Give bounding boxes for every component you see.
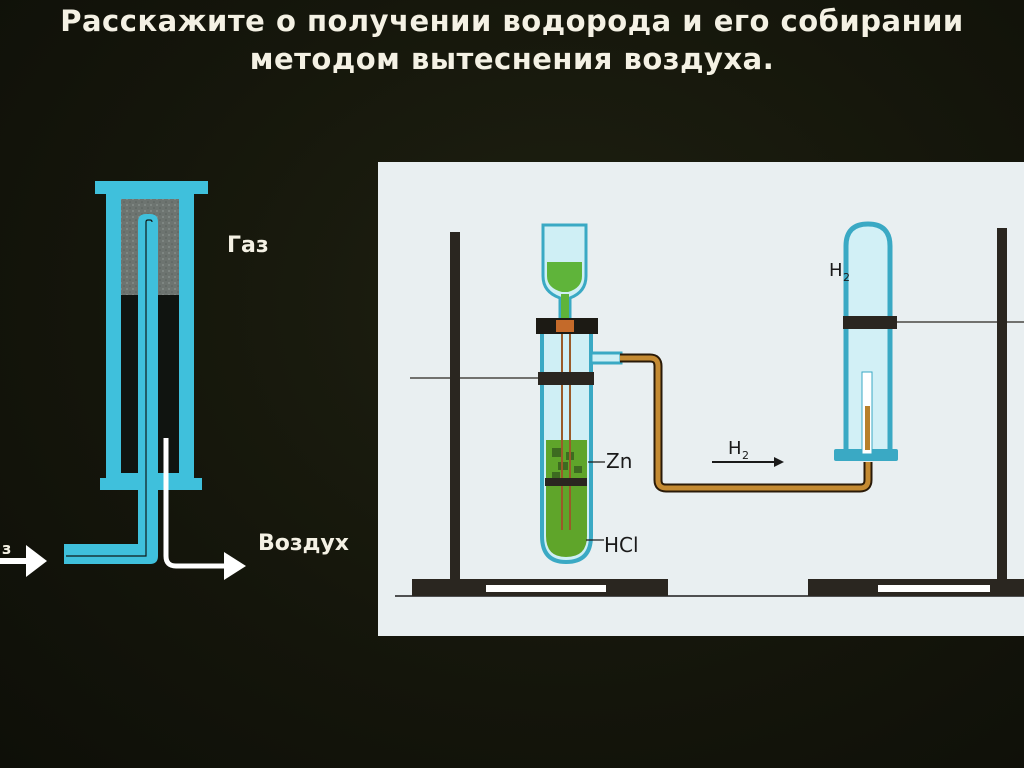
gas-collection-vessel-diagram: з Газ Воздух: [0, 181, 349, 580]
air-outlet-tube: [163, 438, 246, 580]
zn-label: Zn: [606, 449, 632, 473]
h2-tube-label: H 2: [829, 260, 850, 284]
slide-title-line-1: Расскажите о получении водорода и его со…: [60, 4, 964, 38]
flow-direction-arrow-icon: [774, 457, 784, 467]
gas-delivery-tube: [620, 353, 873, 493]
hydrogen-collection-tube: [834, 221, 898, 461]
panel-background: [378, 162, 1024, 636]
hcl-label: HCl: [604, 533, 639, 557]
h2-flow-label: H 2: [712, 438, 784, 467]
inlet-label-fragment: з: [2, 539, 11, 558]
tube-clamp: [538, 372, 594, 385]
reaction-test-tube: [536, 318, 623, 565]
h2-tube-symbol: H: [829, 260, 843, 281]
collection-tube-clamp: [843, 316, 897, 329]
air-outlet-arrow-icon: [224, 552, 246, 580]
gas-inlet-arrow-icon: [26, 545, 47, 577]
dropping-funnel: [541, 223, 588, 320]
h2-flow-subscript: 2: [742, 449, 749, 462]
gas-inlet-arrow: [0, 545, 47, 577]
hydrogen-apparatus-panel: Zn HCl H 2 H 2: [378, 162, 1024, 636]
gas-inlet-tube: [64, 214, 158, 564]
slide-title-line-2: методом вытеснения воздуха.: [249, 42, 775, 76]
left-lab-stand: [410, 232, 668, 596]
right-lab-stand: [808, 228, 1024, 596]
h2-flow-symbol: H: [728, 438, 742, 459]
air-label: Воздух: [258, 531, 349, 556]
gas-label: Газ: [227, 233, 269, 258]
h2-tube-subscript: 2: [843, 271, 850, 284]
